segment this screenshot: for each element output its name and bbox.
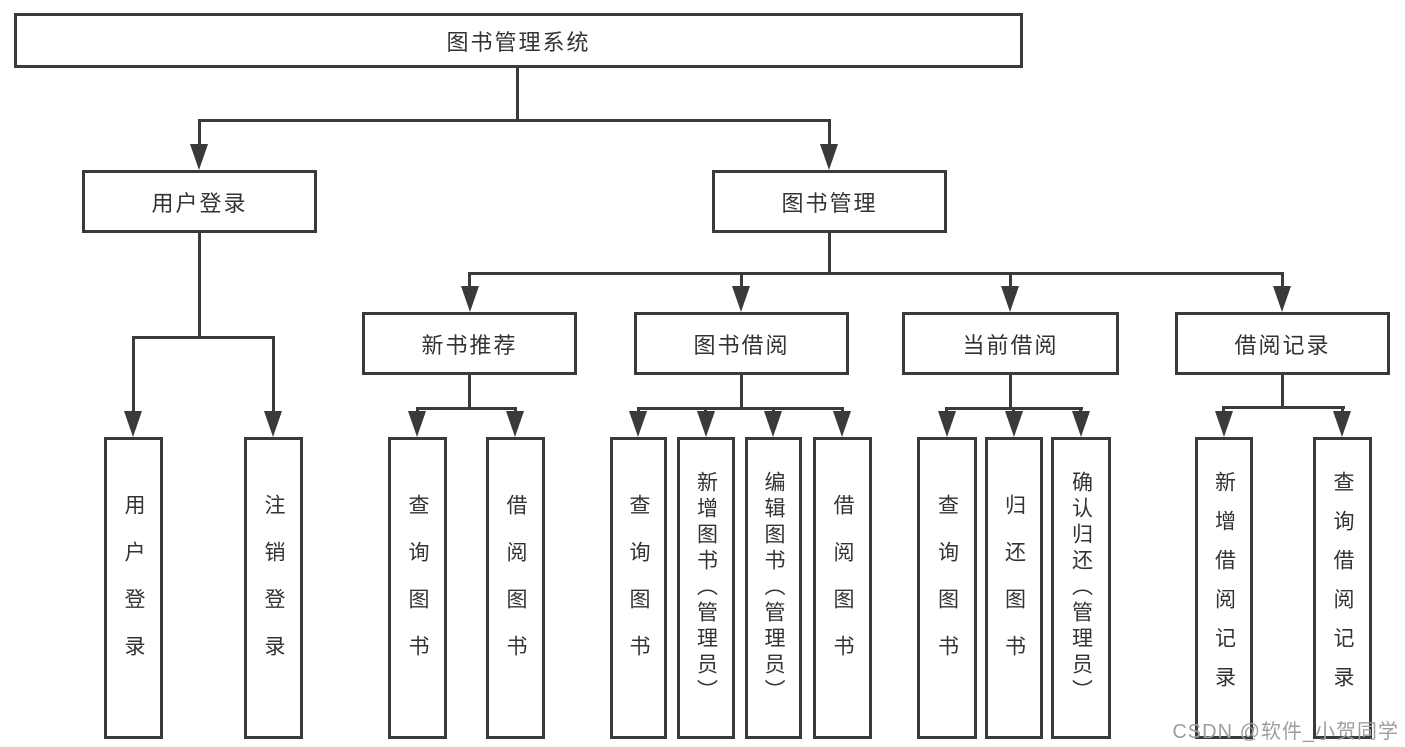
connector-line	[637, 407, 844, 410]
arrowhead-down-icon	[190, 144, 208, 170]
leaf-query-borrow-record: 查询借阅记录	[1313, 437, 1372, 739]
connector-line	[828, 233, 831, 274]
connector-line	[1009, 375, 1012, 409]
connector-line	[416, 407, 517, 410]
arrowhead-down-icon	[461, 286, 479, 312]
arrowhead-down-icon	[820, 144, 838, 170]
leaf-query-books: 查询图书	[917, 437, 977, 739]
connector-line	[1281, 272, 1284, 287]
connector-line	[516, 68, 519, 121]
leaf-query-books: 查询图书	[610, 437, 667, 739]
leaf-borrow-books: 借阅图书	[813, 437, 872, 739]
arrowhead-down-icon	[506, 411, 524, 437]
connector-line	[514, 407, 517, 413]
leaf-logout: 注销登录	[244, 437, 303, 739]
leaf-query-books: 查询图书	[388, 437, 447, 739]
connector-line	[740, 375, 743, 409]
leaf-user-login: 用户登录	[104, 437, 163, 739]
connector-line	[945, 407, 948, 413]
node-system-root: 图书管理系统	[14, 13, 1023, 68]
connector-line	[132, 336, 275, 339]
arrowhead-down-icon	[938, 411, 956, 437]
arrowhead-down-icon	[1072, 411, 1090, 437]
node-current-borrow: 当前借阅	[902, 312, 1119, 375]
connector-line	[772, 407, 775, 413]
connector-line	[637, 407, 640, 413]
connector-line	[272, 336, 275, 413]
connector-line	[468, 272, 471, 287]
connector-line	[704, 407, 707, 413]
arrowhead-down-icon	[764, 411, 782, 437]
arrowhead-down-icon	[1273, 286, 1291, 312]
watermark: CSDN @软件_小贺同学	[1172, 721, 1399, 743]
connector-line	[1222, 406, 1345, 409]
arrowhead-down-icon	[1333, 411, 1351, 437]
arrowhead-down-icon	[1215, 411, 1233, 437]
connector-line	[132, 336, 135, 413]
connector-line	[1222, 406, 1225, 413]
leaf-confirm-return-admin: 确认归还（管理员）	[1051, 437, 1111, 739]
arrowhead-down-icon	[732, 286, 750, 312]
connector-line	[416, 407, 419, 413]
leaf-return-books: 归还图书	[985, 437, 1043, 739]
connector-line	[1341, 406, 1344, 413]
leaf-add-book-admin: 新增图书（管理员）	[677, 437, 735, 739]
arrowhead-down-icon	[124, 411, 142, 437]
leaf-add-borrow-record: 新增借阅记录	[1195, 437, 1253, 739]
arrowhead-down-icon	[629, 411, 647, 437]
node-book-borrow: 图书借阅	[634, 312, 849, 375]
arrowhead-down-icon	[697, 411, 715, 437]
arrowhead-down-icon	[1005, 411, 1023, 437]
node-borrow-records: 借阅记录	[1175, 312, 1390, 375]
connector-line	[468, 375, 471, 409]
connector-line	[828, 119, 831, 146]
connector-line	[1079, 407, 1082, 413]
connector-line	[198, 233, 201, 338]
connector-line	[841, 407, 844, 413]
connector-line	[198, 119, 831, 122]
node-new-book-recommend: 新书推荐	[362, 312, 577, 375]
node-book-management: 图书管理	[712, 170, 947, 233]
connector-line	[468, 272, 1284, 275]
connector-line	[1009, 272, 1012, 287]
leaf-borrow-books: 借阅图书	[486, 437, 545, 739]
arrowhead-down-icon	[264, 411, 282, 437]
connector-line	[198, 119, 201, 146]
connector-line	[1012, 407, 1015, 413]
node-user-login: 用户登录	[82, 170, 317, 233]
leaf-edit-book-admin: 编辑图书（管理员）	[745, 437, 802, 739]
arrowhead-down-icon	[1001, 286, 1019, 312]
connector-line	[1281, 375, 1284, 408]
connector-line	[740, 272, 743, 287]
arrowhead-down-icon	[408, 411, 426, 437]
arrowhead-down-icon	[833, 411, 851, 437]
